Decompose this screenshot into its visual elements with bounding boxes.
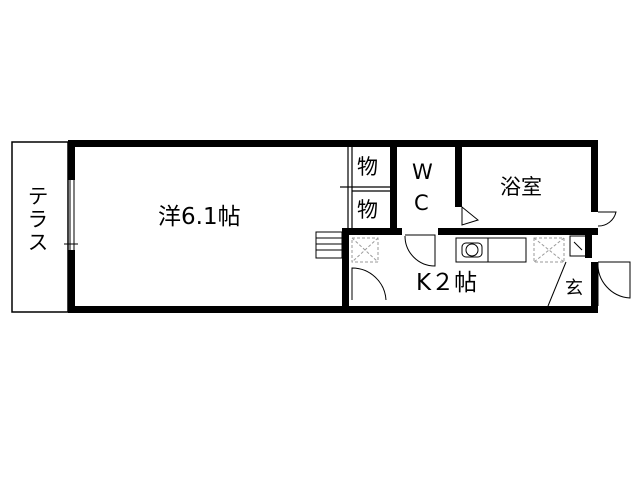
- storage-closets: [340, 147, 390, 228]
- fixture-boxes: [351, 237, 565, 263]
- entrance-lines: [547, 235, 587, 307]
- kitchen-counter: [455, 237, 527, 263]
- step-fixture: [315, 231, 343, 259]
- doors: [351, 205, 631, 306]
- interior-walls: [342, 147, 598, 313]
- terrace-area: [11, 141, 69, 313]
- outer-walls: [68, 140, 598, 313]
- terrace-window: [64, 180, 78, 250]
